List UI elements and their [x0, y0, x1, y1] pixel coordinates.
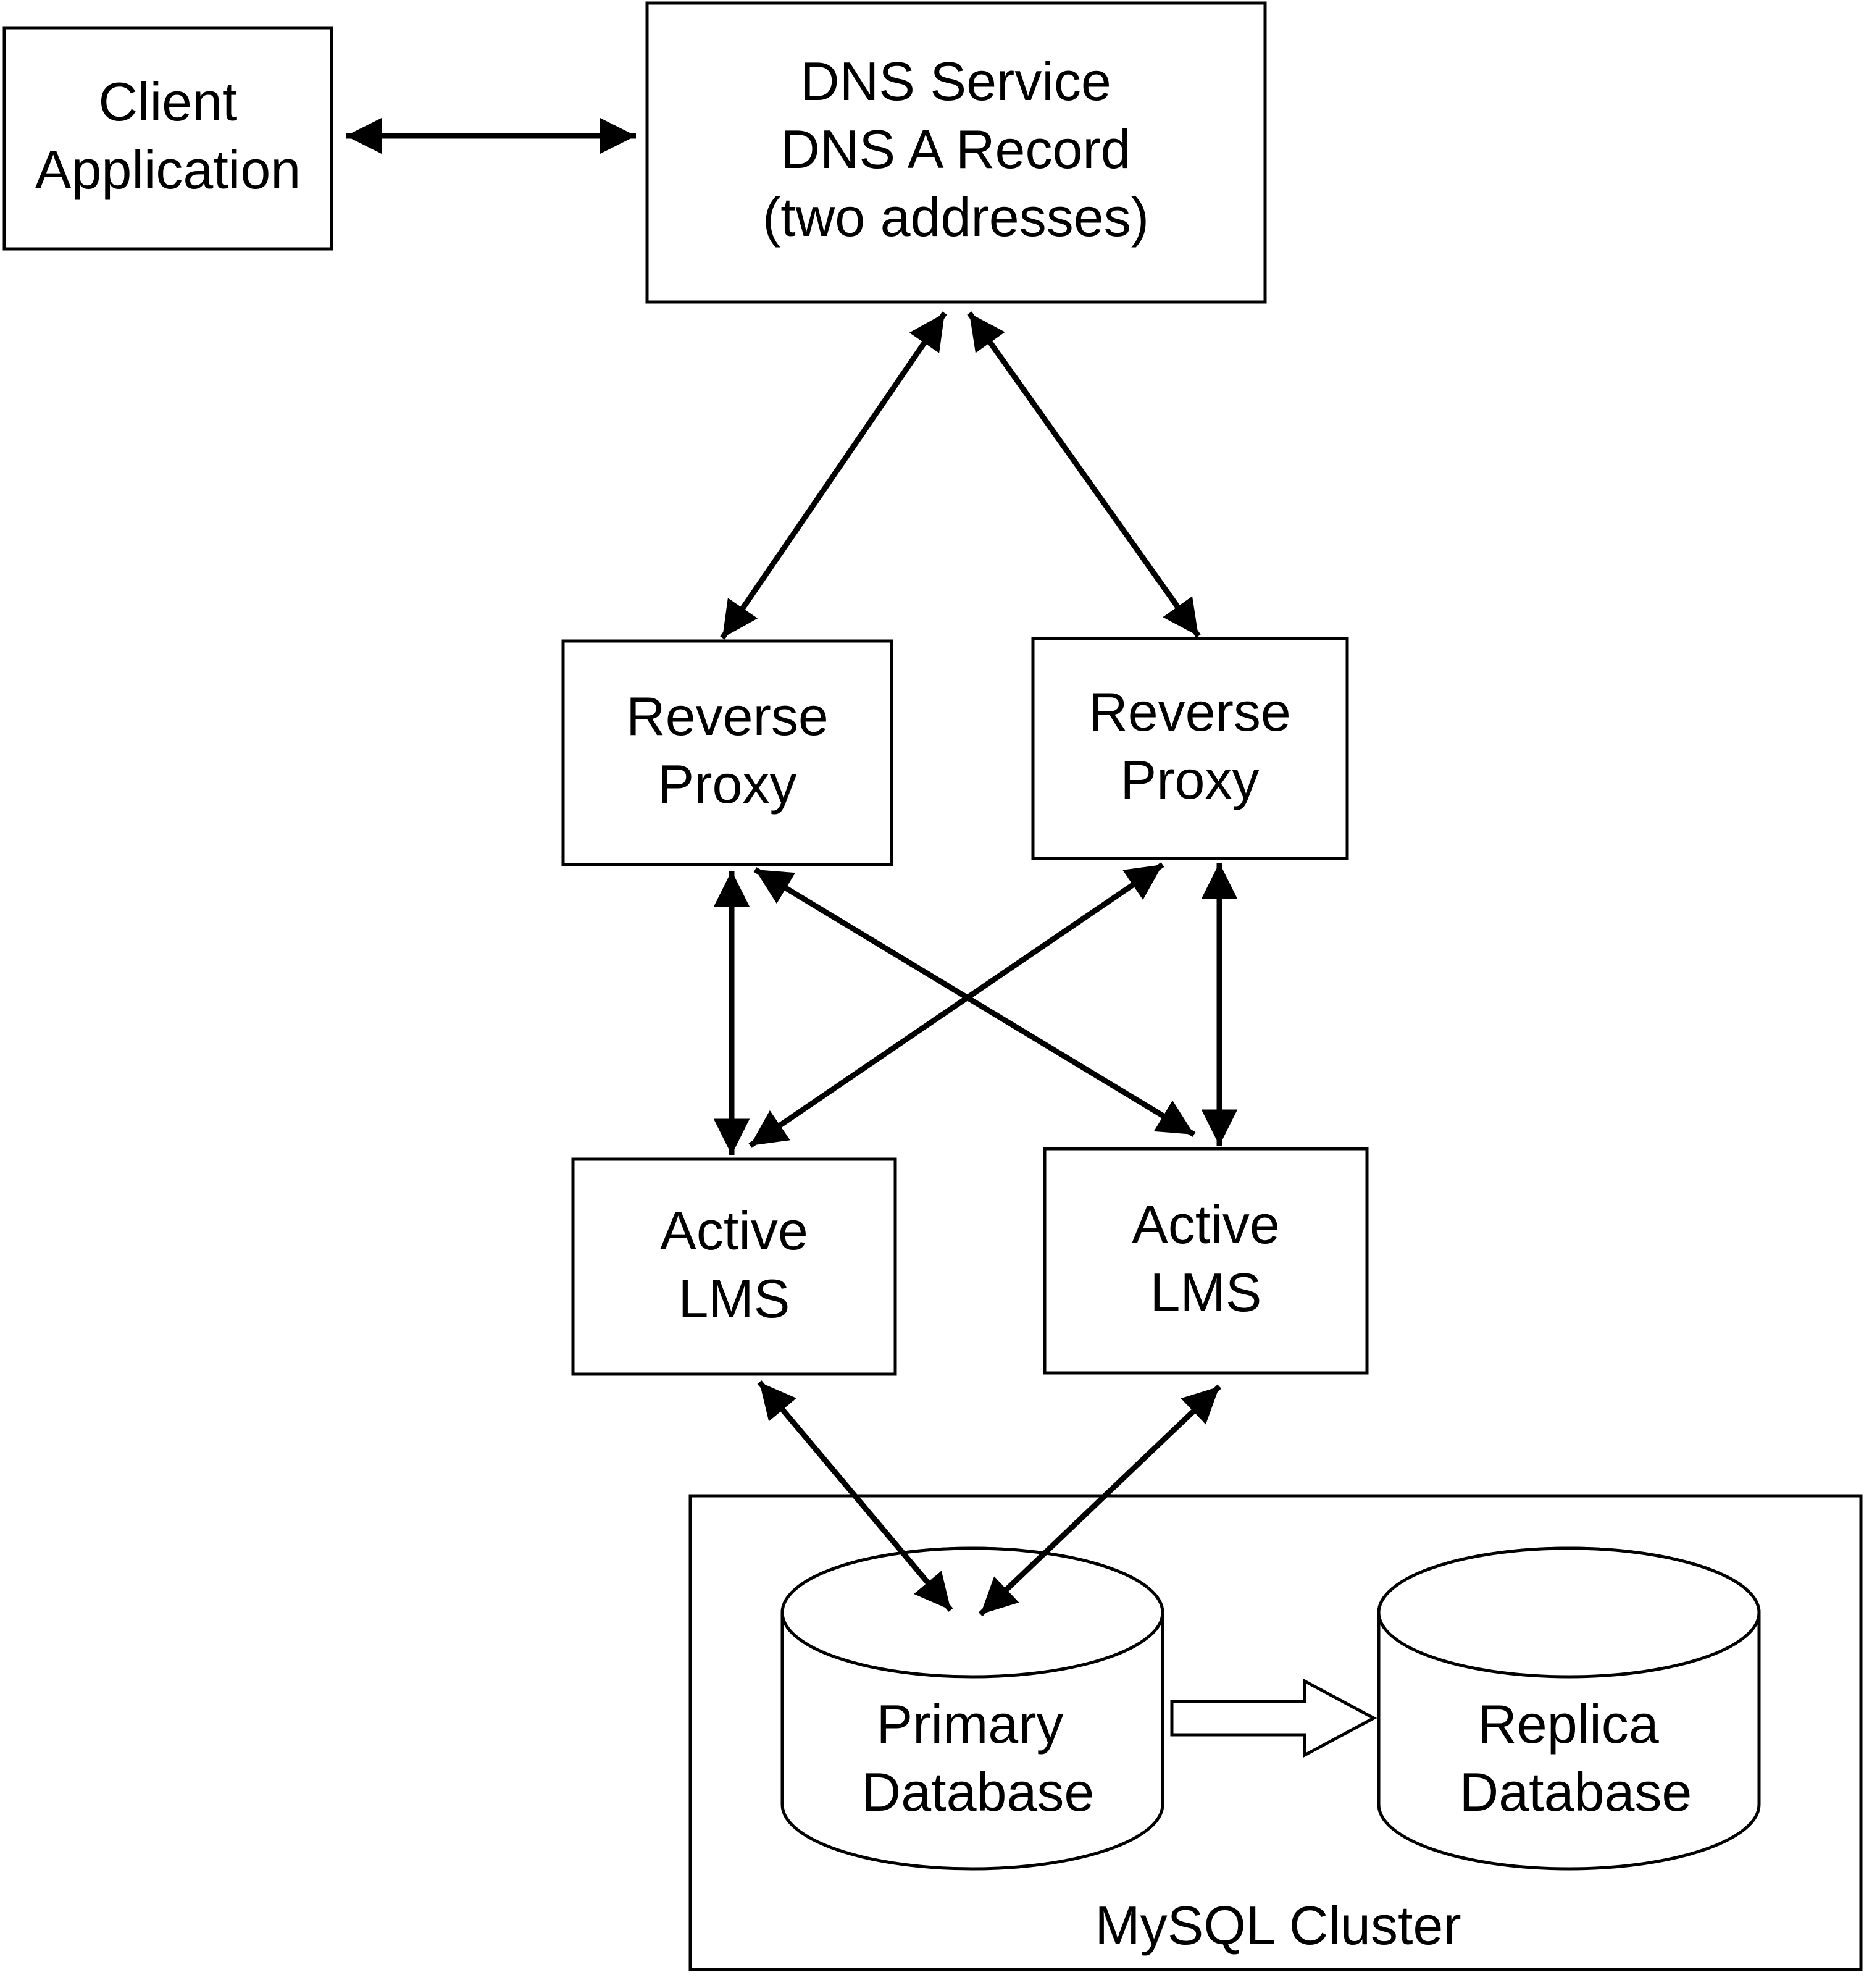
reverse-proxy-right-box: Reverse Proxy [1031, 637, 1349, 860]
lms-left-primary-db-connector [757, 1380, 953, 1612]
client-line-1: Client [99, 71, 238, 132]
proxy-left-line-1: Reverse [626, 686, 829, 747]
dns-service-box: DNS Service DNS A Record (two addresses) [645, 1, 1267, 304]
dns-line-2: DNS A Record [780, 119, 1131, 180]
replication-arrow [1170, 1678, 1377, 1758]
lms-left-line-2: LMS [679, 1268, 790, 1329]
client-application-box: Client Application [2, 26, 333, 251]
proxy-left-line-2: Proxy [658, 753, 797, 815]
replica-database-cylinder: Replica Database [1377, 1546, 1761, 1871]
lms-left-line-1: Active [660, 1200, 808, 1261]
active-lms-right-box: Active LMS [1043, 1147, 1369, 1375]
dns-line-3: (two addresses) [763, 187, 1149, 248]
client-line-2: Application [35, 139, 301, 200]
primary-db-line-2: Database [862, 1761, 1095, 1822]
proxy-right-lms-left-connector [748, 862, 1164, 1148]
reverse-proxy-left-box: Reverse Proxy [561, 639, 893, 866]
lms-right-line-1: Active [1132, 1194, 1280, 1255]
lms-right-line-2: LMS [1150, 1262, 1262, 1323]
lms-right-primary-db-connector [978, 1384, 1222, 1617]
proxy-right-line-1: Reverse [1089, 681, 1291, 742]
dns-line-1: DNS Service [800, 51, 1111, 112]
dns-proxy-left-connector [720, 311, 947, 640]
mysql-cluster-label: MySQL Cluster [1095, 1895, 1461, 1956]
replica-db-line-2: Database [1460, 1761, 1692, 1822]
primary-database-cylinder: Primary Database [780, 1546, 1164, 1871]
primary-db-line-1: Primary [876, 1693, 1063, 1755]
replica-db-line-1: Replica [1477, 1693, 1659, 1755]
dns-proxy-right-connector [967, 311, 1201, 638]
active-lms-left-box: Active LMS [571, 1157, 897, 1376]
proxy-right-line-2: Proxy [1121, 749, 1260, 810]
